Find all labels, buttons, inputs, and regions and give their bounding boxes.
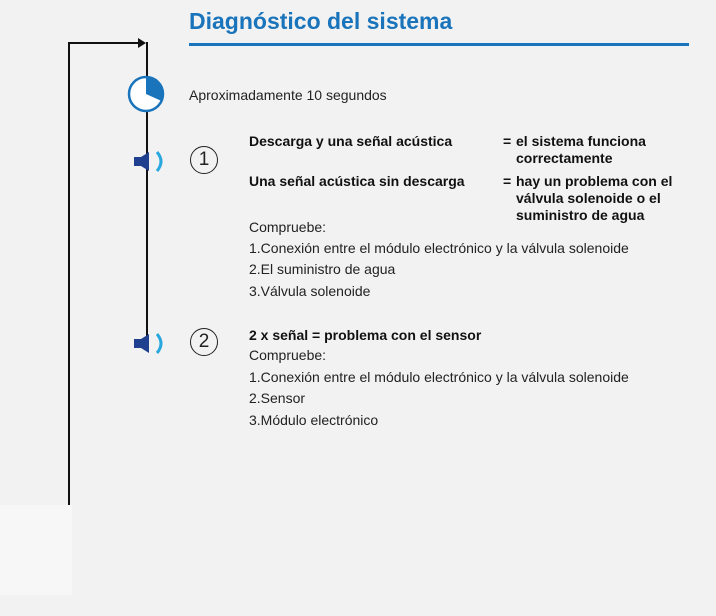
step-1-result-1: el sistema funciona correctamente: [516, 133, 646, 166]
top-connector-line: [68, 42, 140, 44]
step-2-number: 2: [190, 328, 218, 356]
step-1-number: 1: [190, 146, 218, 174]
step-1-eq-2: =: [503, 173, 512, 189]
step-2-check-label: Compruebe:: [249, 347, 327, 363]
main-vertical-line: [146, 42, 148, 347]
page-title: Diagnóstico del sistema: [189, 8, 453, 34]
step-2-check-item-3: 3.Módulo electrónico: [249, 412, 379, 428]
side-panel: [0, 505, 72, 595]
step-1-check-item-2: 2.El suministro de agua: [249, 261, 396, 277]
step-1-check-label: Compruebe:: [249, 219, 327, 235]
timer-text: Aproximadamente 10 segundos: [189, 87, 387, 103]
step-1-eq-1: =: [503, 133, 512, 149]
step-2-check-item-2: 2.Sensor: [249, 390, 306, 406]
title-underline: [189, 43, 689, 46]
step-2-heading: 2 x señal = problema con el sensor: [249, 327, 482, 343]
step-2-check-item-1: 1.Conexión entre el módulo electrónico y…: [249, 369, 629, 385]
step-1-check-item-3: 3.Válvula solenoide: [249, 283, 371, 299]
step-1-condition-2: Una señal acústica sin descarga: [249, 173, 465, 189]
speaker-icon: [134, 151, 163, 172]
step-1-condition-1: Descarga y una señal acústica: [249, 133, 453, 149]
speaker-icon: [134, 333, 163, 354]
step-1-result-2: hay un problema con el válvula solenoide…: [516, 173, 673, 223]
outer-vertical-line: [68, 43, 70, 590]
clock-icon: [127, 75, 165, 113]
top-arrowhead: [138, 38, 146, 48]
step-1-check-item-1: 1.Conexión entre el módulo electrónico y…: [249, 240, 629, 256]
